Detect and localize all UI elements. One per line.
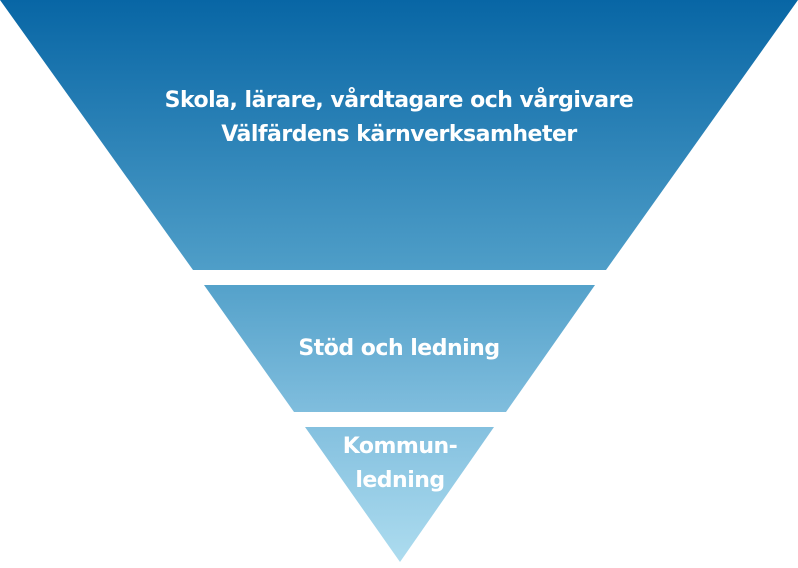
- tier-bottom-line-2: ledning: [355, 468, 445, 493]
- tier-middle-line-1: Stöd och ledning: [298, 336, 500, 361]
- tier-middle-shape: [204, 285, 595, 412]
- tier-bottom-shape: [305, 427, 494, 562]
- tier-top-line-1: Skola, lärare, vårdtagare och vårgivare: [164, 88, 634, 113]
- tier-top-shape: [0, 0, 798, 270]
- tier-bottom-label: Kommun- ledning: [320, 430, 480, 498]
- tier-top-line-2: Välfärdens kärnverksamheter: [221, 122, 577, 147]
- tier-top-label: Skola, lärare, vårdtagare och vårgivare …: [100, 84, 698, 152]
- tier-bottom-line-1: Kommun-: [342, 434, 458, 459]
- tier-middle-label: Stöd och ledning: [250, 332, 548, 366]
